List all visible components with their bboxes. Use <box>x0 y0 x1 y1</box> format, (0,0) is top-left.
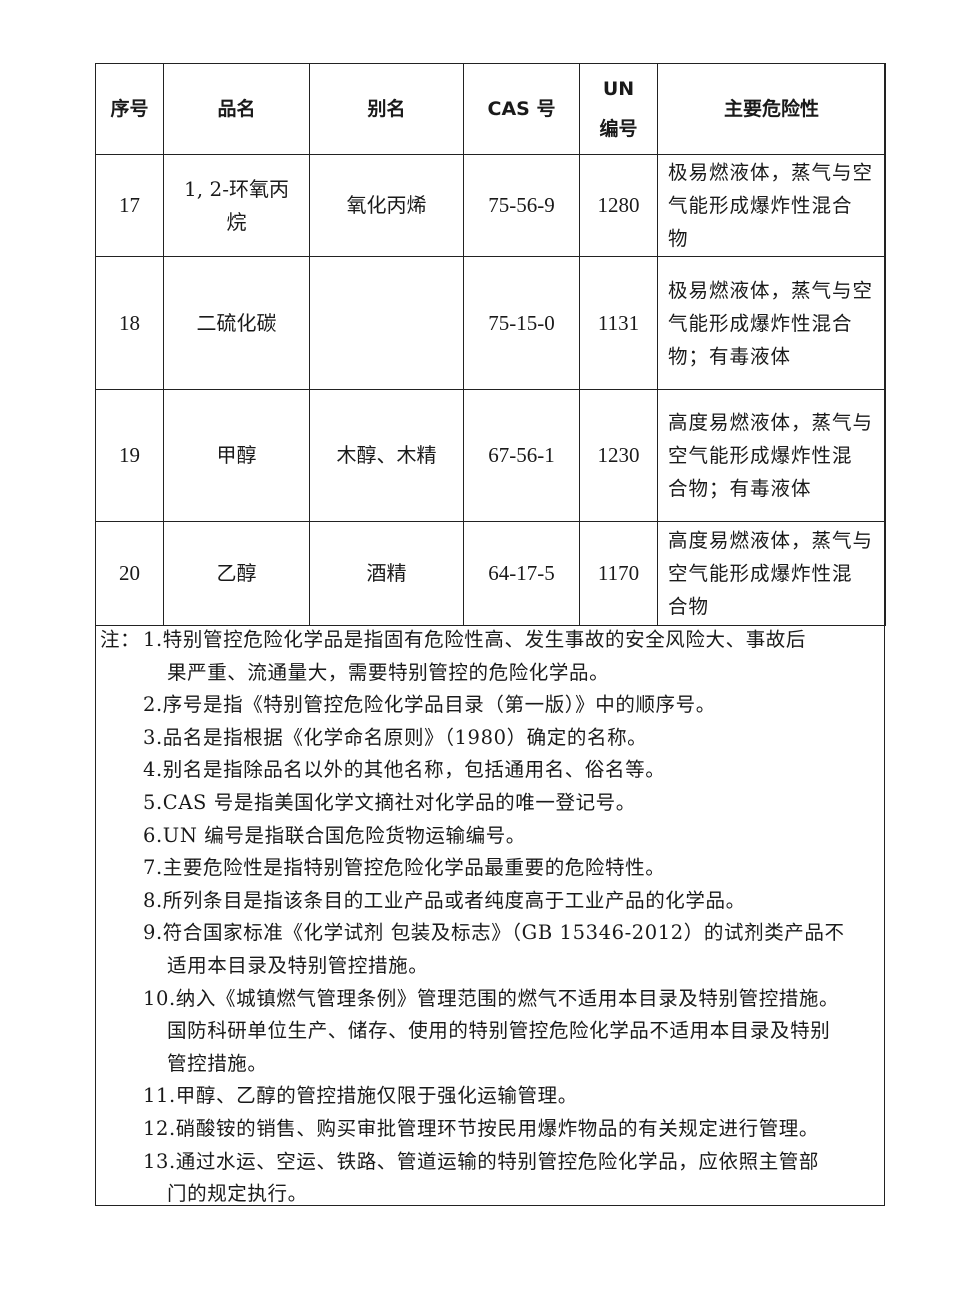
note-11: 11.甲醇、乙醇的管控措施仅限于强化运输管理。 <box>143 1084 578 1108</box>
cell-alias: 木醇、木精 <box>309 389 464 522</box>
cell-seq: 19 <box>95 389 164 522</box>
note-9-line1: 9.符合国家标准《化学试剂 包装及标志》（GB 15346-2012）的试剂类产… <box>143 921 845 945</box>
note-13-line1: 13.通过水运、空运、铁路、管道运输的特别管控危险化学品，应依照主管部 <box>143 1149 820 1173</box>
cell-alias: 酒精 <box>309 521 464 626</box>
cell-hazard-line3: 合物 <box>668 595 710 618</box>
table-row: 19 甲醇 木醇、木精 67-56-1 1230 高度易燃液体，蒸气与 空气能形… <box>95 389 886 522</box>
chemical-table: 序号 品名 别名 CAS 号 UN 编号 主要危险性 17 1, 2-环氧丙 烷… <box>95 63 886 626</box>
cell-hazard-line3: 物 <box>668 227 689 250</box>
cell-hazard-line1: 高度易燃液体，蒸气与 <box>668 411 874 434</box>
cell-cas: 75-15-0 <box>463 256 580 390</box>
cell-hazard-line2: 气能形成爆炸性混合 <box>668 311 853 335</box>
cell-un: 1280 <box>579 154 658 257</box>
notes-section: 注：1.特别管控危险化学品是指固有危险性高、发生事故的安全风险大、事故后 果严重… <box>100 624 880 1211</box>
cell-name: 1, 2-环氧丙 烷 <box>163 154 310 257</box>
cell-hazard-line2: 气能形成爆炸性混合 <box>668 194 853 217</box>
notes-prefix: 注： <box>100 628 141 651</box>
header-un: UN 编号 <box>579 63 658 155</box>
cell-cas: 64-17-5 <box>463 521 580 626</box>
note-5: 5.CAS 号是指美国化学文摘社对化学品的唯一登记号。 <box>143 790 636 814</box>
cell-hazard-line1: 高度易燃液体，蒸气与 <box>668 529 874 552</box>
header-un-line2: 编号 <box>599 118 638 140</box>
table-row: 20 乙醇 酒精 64-17-5 1170 高度易燃液体，蒸气与 空气能形成爆炸… <box>95 521 886 626</box>
cell-name-line1: 1, 2-环氧丙 <box>184 176 289 201</box>
header-cas: CAS 号 <box>463 63 580 155</box>
header-un-line1: UN <box>602 78 635 100</box>
cell-alias: 氧化丙烯 <box>309 154 464 257</box>
header-seq: 序号 <box>95 63 164 155</box>
cell-seq: 20 <box>95 521 164 626</box>
cell-hazard: 高度易燃液体，蒸气与 空气能形成爆炸性混 合物 <box>657 521 886 626</box>
cell-name-line2: 烷 <box>226 209 247 234</box>
cell-hazard: 极易燃液体，蒸气与空 气能形成爆炸性混合 物；有毒液体 <box>657 256 886 390</box>
note-9-line2: 适用本目录及特别管控措施。 <box>167 953 429 977</box>
cell-hazard-line1: 极易燃液体，蒸气与空 <box>668 278 874 302</box>
cell-alias <box>309 256 464 390</box>
cell-hazard: 高度易燃液体，蒸气与 空气能形成爆炸性混 合物；有毒液体 <box>657 389 886 522</box>
note-6: 6.UN 编号是指联合国危险货物运输编号。 <box>143 823 526 847</box>
header-name: 品名 <box>163 63 310 155</box>
cell-seq: 18 <box>95 256 164 390</box>
cell-seq: 17 <box>95 154 164 257</box>
header-row: 序号 品名 别名 CAS 号 UN 编号 主要危险性 <box>95 63 886 155</box>
cell-name: 二硫化碳 <box>163 256 310 390</box>
cell-cas: 67-56-1 <box>463 389 580 522</box>
cell-un: 1230 <box>579 389 658 522</box>
note-13-line2: 门的规定执行。 <box>167 1182 308 1206</box>
cell-name: 甲醇 <box>163 389 310 522</box>
note-1-line1: 1.特别管控危险化学品是指固有危险性高、发生事故的安全风险大、事故后 <box>143 628 807 651</box>
table-row: 17 1, 2-环氧丙 烷 氧化丙烯 75-56-9 1280 极易燃液体，蒸气… <box>95 154 886 257</box>
note-2: 2.序号是指《特别管控危险化学品目录（第一版）》中的顺序号。 <box>143 693 716 717</box>
note-10-line2: 国防科研单位生产、储存、使用的特别管控危险化学品不适用本目录及特别 <box>167 1019 831 1043</box>
cell-hazard: 极易燃液体，蒸气与空 气能形成爆炸性混合 物 <box>657 154 886 257</box>
note-4: 4.别名是指除品名以外的其他名称，包括通用名、俗名等。 <box>143 758 666 782</box>
cell-cas: 75-56-9 <box>463 154 580 257</box>
cell-hazard-line2: 空气能形成爆炸性混 <box>668 562 853 585</box>
note-7: 7.主要危险性是指特别管控危险化学品最重要的危险特性。 <box>143 856 666 880</box>
cell-name: 乙醇 <box>163 521 310 626</box>
note-10-line1: 10.纳入《城镇燃气管理条例》管理范围的燃气不适用本目录及特别管控措施。 <box>143 986 840 1010</box>
note-12: 12.硝酸铵的销售、购买审批管理环节按民用爆炸物品的有关规定进行管理。 <box>143 1116 820 1140</box>
note-3: 3.品名是指根据《化学命名原则》（1980）确定的名称。 <box>143 725 648 749</box>
note-8: 8.所列条目是指该条目的工业产品或者纯度高于工业产品的化学品。 <box>143 888 746 912</box>
note-10-line3: 管控措施。 <box>167 1051 268 1075</box>
cell-hazard-line3: 物；有毒液体 <box>668 344 792 368</box>
cell-hazard-line1: 极易燃液体，蒸气与空 <box>668 161 874 184</box>
header-hazard: 主要危险性 <box>657 63 886 155</box>
cell-hazard-line3: 合物；有毒液体 <box>668 477 812 500</box>
table-row: 18 二硫化碳 75-15-0 1131 极易燃液体，蒸气与空 气能形成爆炸性混… <box>95 256 886 390</box>
header-alias: 别名 <box>309 63 464 155</box>
note-1: 注：1.特别管控危险化学品是指固有危险性高、发生事故的安全风险大、事故后 <box>100 624 880 657</box>
cell-un: 1131 <box>579 256 658 390</box>
cell-hazard-line2: 空气能形成爆炸性混 <box>668 444 853 467</box>
cell-un: 1170 <box>579 521 658 626</box>
note-1-line2: 果严重、流通量大，需要特别管控的危险化学品。 <box>167 660 610 684</box>
